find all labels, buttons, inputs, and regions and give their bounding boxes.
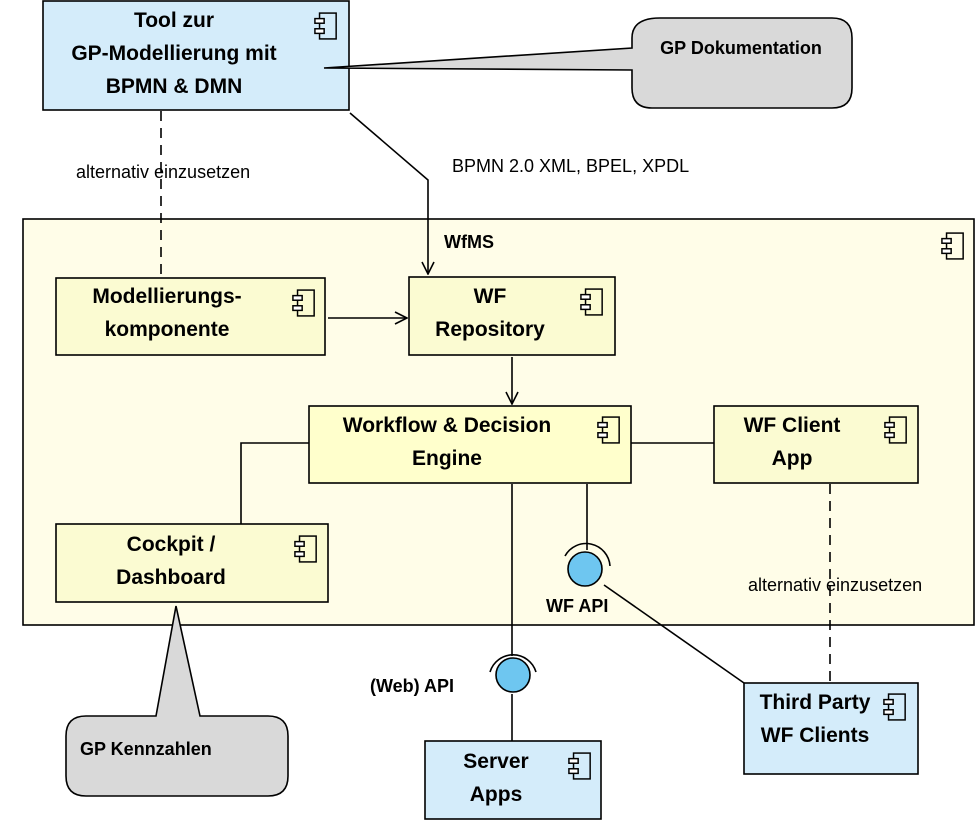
- engine-label-line2: Engine: [412, 447, 482, 470]
- engine-label-line1: Workflow & Decision: [343, 414, 551, 437]
- client-app-box: [713, 405, 919, 484]
- note-kpi-callout: [65, 605, 289, 797]
- client-app-label-line2: App: [772, 447, 813, 470]
- wfms-label: WfMS: [444, 232, 494, 252]
- engine-box: [308, 405, 632, 484]
- edge-alt-right-label: alternativ einzusetzen: [748, 575, 922, 595]
- repository-label-line2: Repository: [435, 318, 545, 341]
- server-apps-label-line2: Apps: [470, 783, 523, 806]
- tool-to-repository-arrow: [349, 112, 428, 274]
- wf-api-socket: [564, 542, 611, 567]
- server-apps-label-line1: Server: [463, 750, 528, 773]
- engine-cockpit-link: [240, 442, 309, 524]
- web-api-socket: [489, 654, 537, 673]
- modelling-component-box: [55, 277, 326, 356]
- server-apps-box: [424, 740, 602, 820]
- wf-api-label: WF API: [546, 596, 608, 616]
- web-api-label: (Web) API: [370, 676, 454, 696]
- repository-label-line1: WF: [474, 285, 507, 308]
- wf-api-interface: [567, 551, 603, 587]
- cockpit-label-line1: Cockpit /: [127, 533, 216, 556]
- cockpit-box: [55, 523, 329, 603]
- note-doc-label: GP Dokumentation: [660, 38, 822, 58]
- third-party-label-line1: Third Party: [760, 691, 871, 714]
- modelling-label-line1: Modellierungs-: [92, 285, 241, 308]
- note-kpi-label: GP Kennzahlen: [80, 739, 212, 759]
- client-app-label-line1: WF Client: [744, 414, 841, 437]
- wfapi-thirdparty-link: [603, 584, 745, 684]
- third-party-label-line2: WF Clients: [761, 724, 870, 747]
- note-doc-callout: [323, 17, 853, 109]
- tool-label-line1: Tool zur: [134, 9, 214, 32]
- edge-formats-label: BPMN 2.0 XML, BPEL, XPDL: [452, 156, 689, 176]
- tool-label-line2: GP-Modellierung mit: [71, 42, 276, 65]
- repository-box: [408, 276, 616, 356]
- cockpit-label-line2: Dashboard: [116, 566, 226, 589]
- web-api-interface: [495, 657, 531, 693]
- modelling-label-line2: komponente: [105, 318, 230, 341]
- tool-box: [42, 0, 350, 111]
- edge-alt-left-label: alternativ einzusetzen: [76, 162, 250, 182]
- tool-label-line3: BPMN & DMN: [106, 75, 243, 98]
